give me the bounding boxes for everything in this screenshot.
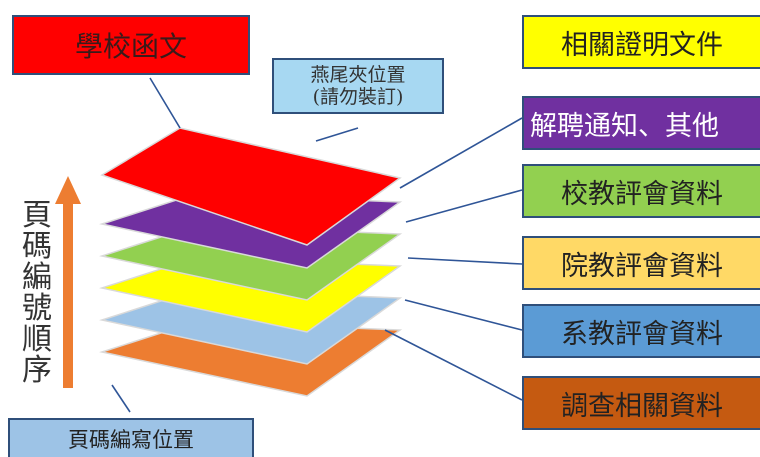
label-related-proof: 相關證明文件 [522, 15, 760, 69]
leader-line-yellow [407, 257, 523, 265]
page-number-position-label: 頁碼編寫位置 [68, 427, 194, 452]
label-dismissal-notice: 解聘通知、其他 [522, 96, 760, 150]
clip-note-line2: (請勿裝訂) [312, 86, 404, 108]
leader-line-purple [399, 117, 523, 189]
leader-line-page-number [111, 384, 131, 413]
page-number-position-box: 頁碼編寫位置 [8, 418, 254, 457]
page-order-arrow [55, 176, 81, 388]
school-letter-label: 學校函文 [74, 30, 187, 63]
label-college-committee: 院教評會資料 [522, 236, 760, 290]
page-order-text: 頁 碼 編 號 順 序 [22, 198, 52, 388]
clip-note-line1: 燕尾夾位置 [310, 64, 406, 86]
leader-line-green [405, 189, 523, 223]
label-investigation-data: 調查相關資料 [522, 376, 760, 430]
school-letter-box: 學校函文 [12, 15, 250, 75]
leader-line-orange [384, 329, 523, 401]
leader-line-blue [404, 299, 523, 331]
label-school-committee: 校教評會資料 [522, 164, 760, 218]
leader-line-header [149, 77, 181, 129]
clip-position-note: 燕尾夾位置 (請勿裝訂) [272, 58, 444, 114]
sheet-red [100, 127, 402, 246]
label-department-committee: 系教評會資料 [522, 304, 760, 358]
leader-line-clip [315, 127, 359, 142]
